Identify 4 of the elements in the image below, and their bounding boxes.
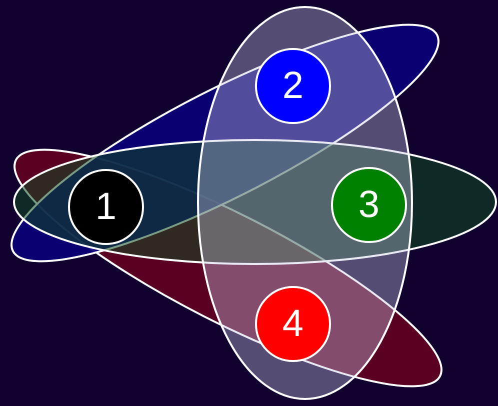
- circle-number: 3: [358, 186, 380, 224]
- circle-number: 4: [282, 305, 304, 343]
- circle-number: 1: [95, 188, 117, 226]
- circle-number: 2: [282, 67, 304, 105]
